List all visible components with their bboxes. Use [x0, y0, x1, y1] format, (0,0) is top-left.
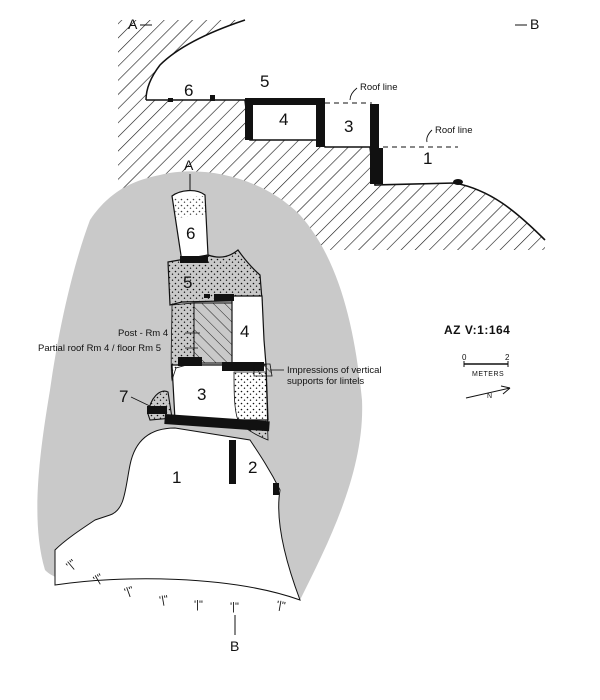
partial-roof-rm4 — [193, 302, 233, 364]
wall-room-3 — [370, 104, 379, 184]
plan-view: A B 6 5 4 3 7 1 2 Post - Rm 4 Partial ro… — [37, 157, 382, 654]
roof-line-leader-1 — [349, 87, 358, 101]
annotation-impressions-1: Impressions of vertical — [287, 365, 382, 376]
roof-line-leader-2 — [426, 129, 433, 143]
annotation-post: Post - Rm 4 — [118, 328, 168, 339]
wall-room-1-2 — [229, 440, 236, 484]
room-1-open-area — [54, 427, 301, 601]
drip-mark: '|" — [275, 599, 286, 612]
drip-mark: '|" — [123, 584, 136, 598]
wall-room-2-end — [273, 483, 279, 495]
scale-tick-0: 0 — [462, 353, 467, 362]
plan-room-6: 6 — [186, 224, 195, 243]
site-info: AZ V:1:164 0 2 METERS N — [444, 323, 511, 400]
section-room-4: 4 — [279, 110, 288, 129]
post-small-2 — [210, 95, 215, 101]
section-label-a: A — [128, 16, 138, 32]
plan-room-7: 7 — [119, 387, 128, 406]
north-label: N — [487, 393, 493, 400]
room-6-fill-stipple — [174, 196, 206, 218]
post-small-3 — [453, 179, 463, 185]
north-arrow-head — [500, 385, 511, 395]
plan-label-b: B — [230, 638, 239, 654]
wall-room-3-1 — [164, 414, 270, 432]
site-id: AZ V:1:164 — [444, 323, 510, 337]
plan-label-a: A — [184, 157, 194, 173]
wall-room-4-back — [245, 100, 253, 140]
post-room-5 — [204, 294, 210, 298]
wall-room-4-front — [316, 100, 325, 147]
wall-room-1-back — [375, 148, 383, 184]
plan-room-4: 4 — [240, 322, 249, 341]
drip-mark: '|" — [194, 599, 203, 611]
roof-line-label-1: Roof line — [360, 82, 398, 93]
section-room-1: 1 — [423, 149, 432, 168]
overhang-rock — [118, 20, 245, 100]
annotation-partial-roof: Partial roof Rm 4 / floor Rm 5 — [38, 343, 161, 354]
section-room-6: 6 — [184, 81, 193, 100]
post-small-1 — [168, 98, 173, 102]
section-label-b: B — [530, 16, 539, 32]
scale-unit: METERS — [472, 371, 504, 378]
section-room-5: 5 — [260, 72, 269, 91]
wall-room-5-4 — [214, 294, 234, 301]
north-arrow-shaft — [465, 387, 511, 399]
wall-room-4-3-right — [222, 362, 264, 371]
support-impressions — [253, 363, 273, 377]
drip-mark: '|" — [230, 601, 239, 613]
scale-tick-2: 2 — [505, 353, 510, 362]
wall-room-7 — [147, 406, 167, 414]
wall-room-4-3-left — [178, 357, 202, 366]
leader-room-7 — [130, 396, 155, 409]
overhang-outline — [145, 19, 246, 101]
plan-room-2: 2 — [248, 458, 257, 477]
annotation-impressions-2: supports for lintels — [287, 376, 364, 387]
plan-room-1: 1 — [172, 468, 181, 487]
roof-room-4 — [245, 98, 325, 105]
roof-line-label-2: Roof line — [435, 125, 473, 136]
room-5-outline — [167, 249, 263, 306]
section-room-3: 3 — [344, 117, 353, 136]
plan-room-5: 5 — [183, 273, 192, 292]
drip-mark: '|" — [158, 594, 169, 607]
plan-room-3: 3 — [197, 385, 206, 404]
